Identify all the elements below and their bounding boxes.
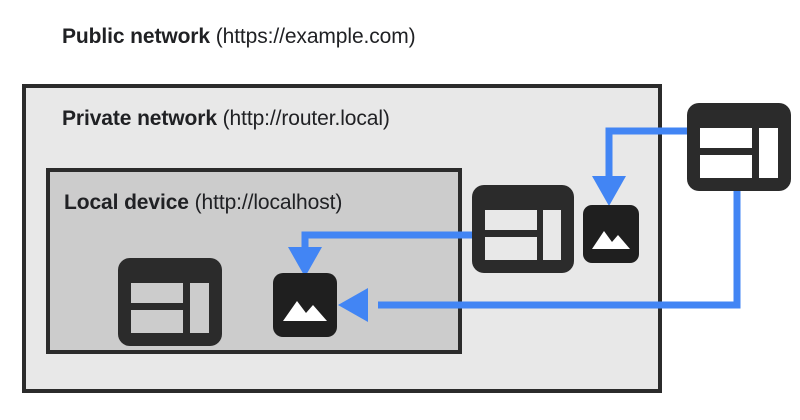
browser-window-icon[interactable]: [472, 185, 574, 273]
local-device-name: Local device: [64, 191, 189, 214]
image-icon[interactable]: [583, 205, 639, 263]
private-network-label: Private network (http://router.local): [62, 106, 390, 132]
private-network-origin: (http://router.local): [222, 107, 390, 130]
arrow-public-page-to-router-resource: [605, 127, 687, 180]
public-network-name: Public network: [62, 25, 210, 48]
browser-window-icon[interactable]: [687, 103, 791, 191]
private-network-name: Private network: [62, 107, 217, 130]
browser-window-icon[interactable]: [118, 258, 222, 346]
image-icon[interactable]: [273, 273, 337, 337]
arrowhead-into-localhost-resource-top: [288, 247, 322, 277]
public-network-label: Public network (https://example.com): [62, 24, 416, 50]
arrow-public-page-to-localhost-resource: [378, 190, 741, 309]
public-network-origin: (https://example.com): [215, 25, 416, 48]
arrow-router-page-to-localhost-resource: [301, 231, 472, 250]
local-device-zone: [46, 168, 462, 354]
arrowhead-into-router-resource: [592, 176, 626, 206]
local-device-label: Local device (http://localhost): [64, 190, 342, 216]
local-device-origin: (http://localhost): [194, 191, 343, 214]
arrowhead-into-localhost-resource-left: [338, 288, 368, 322]
